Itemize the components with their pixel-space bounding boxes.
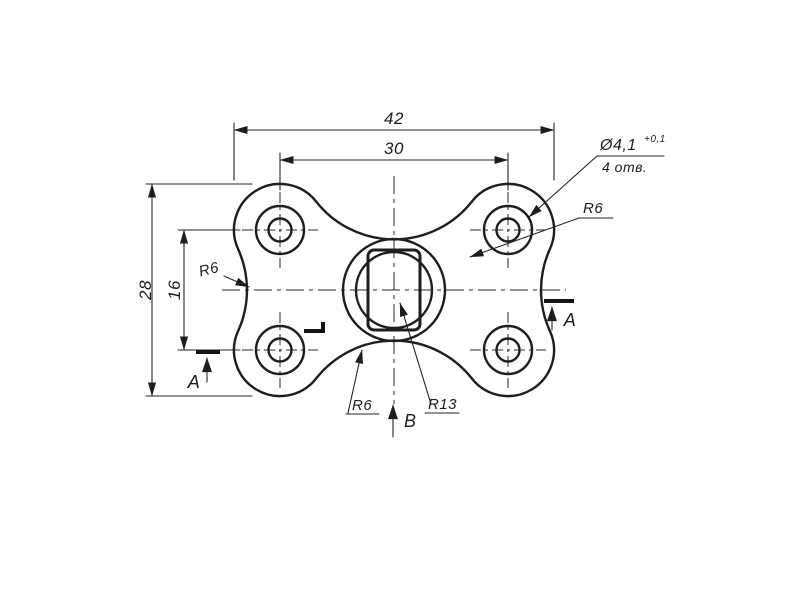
dim-42-label: 42 xyxy=(384,109,404,128)
part-outline xyxy=(232,182,556,398)
counterbore-top-left xyxy=(254,204,306,256)
r13-leader xyxy=(399,302,432,405)
r6-left-leader xyxy=(223,275,250,288)
r13-label: R13 xyxy=(428,396,457,413)
dimension-42: 42 xyxy=(233,109,555,181)
hole-bottom-right xyxy=(495,337,521,363)
counterbore-bottom-right xyxy=(482,324,534,376)
dimension-30: 30 xyxy=(279,139,509,191)
central-boss-inner xyxy=(354,250,434,330)
section-a-kink xyxy=(304,322,325,333)
section-a-right: A xyxy=(544,299,577,331)
plate-quatrefoil-outline xyxy=(232,182,556,398)
r6-left-label: R6 xyxy=(197,259,221,280)
view-b-label: B xyxy=(404,411,417,431)
hole-callout-count: 4 отв. xyxy=(602,159,647,175)
dimension-16: 16 xyxy=(165,229,241,351)
dim-16-label: 16 xyxy=(165,280,184,300)
r6-top-right-label: R6 xyxy=(583,200,603,217)
radius-callout-left: R6 xyxy=(197,259,250,288)
view-b-arrow: B xyxy=(388,404,417,438)
r6-bottom-leader xyxy=(347,349,364,414)
radius-callout-r13: R13 xyxy=(399,302,460,414)
central-boss-outer xyxy=(341,237,447,343)
hole-bottom-left xyxy=(267,337,293,363)
r6-top-right-leader xyxy=(469,217,580,258)
dim-30-label: 30 xyxy=(384,139,404,158)
hole-callout-diameter: Ø4,1 xyxy=(599,137,637,154)
central-slot xyxy=(366,248,422,332)
section-a-bottom-label: A xyxy=(187,372,201,392)
r6-bottom-label: R6 xyxy=(352,397,372,414)
dimension-28: 28 xyxy=(136,183,253,397)
section-a-bottom-left: A xyxy=(187,350,220,392)
section-a-right-label: A xyxy=(563,310,577,330)
radius-callout-top-right: R6 xyxy=(469,200,614,258)
center-lines xyxy=(222,176,566,404)
hole-top-left xyxy=(267,217,293,243)
dim-28-label: 28 xyxy=(136,280,155,301)
counterbore-bottom-left xyxy=(254,324,306,376)
radius-callout-bottom: R6 xyxy=(345,349,380,415)
section-a-kink-mark xyxy=(304,322,325,333)
counterbore-top-right xyxy=(482,204,534,256)
hole-callout-tolerance: +0,1 xyxy=(644,134,666,145)
hole-top-right xyxy=(495,217,521,243)
hole-callout: Ø4,1 +0,1 4 отв. xyxy=(528,134,666,218)
hole-callout-leader xyxy=(528,155,598,218)
